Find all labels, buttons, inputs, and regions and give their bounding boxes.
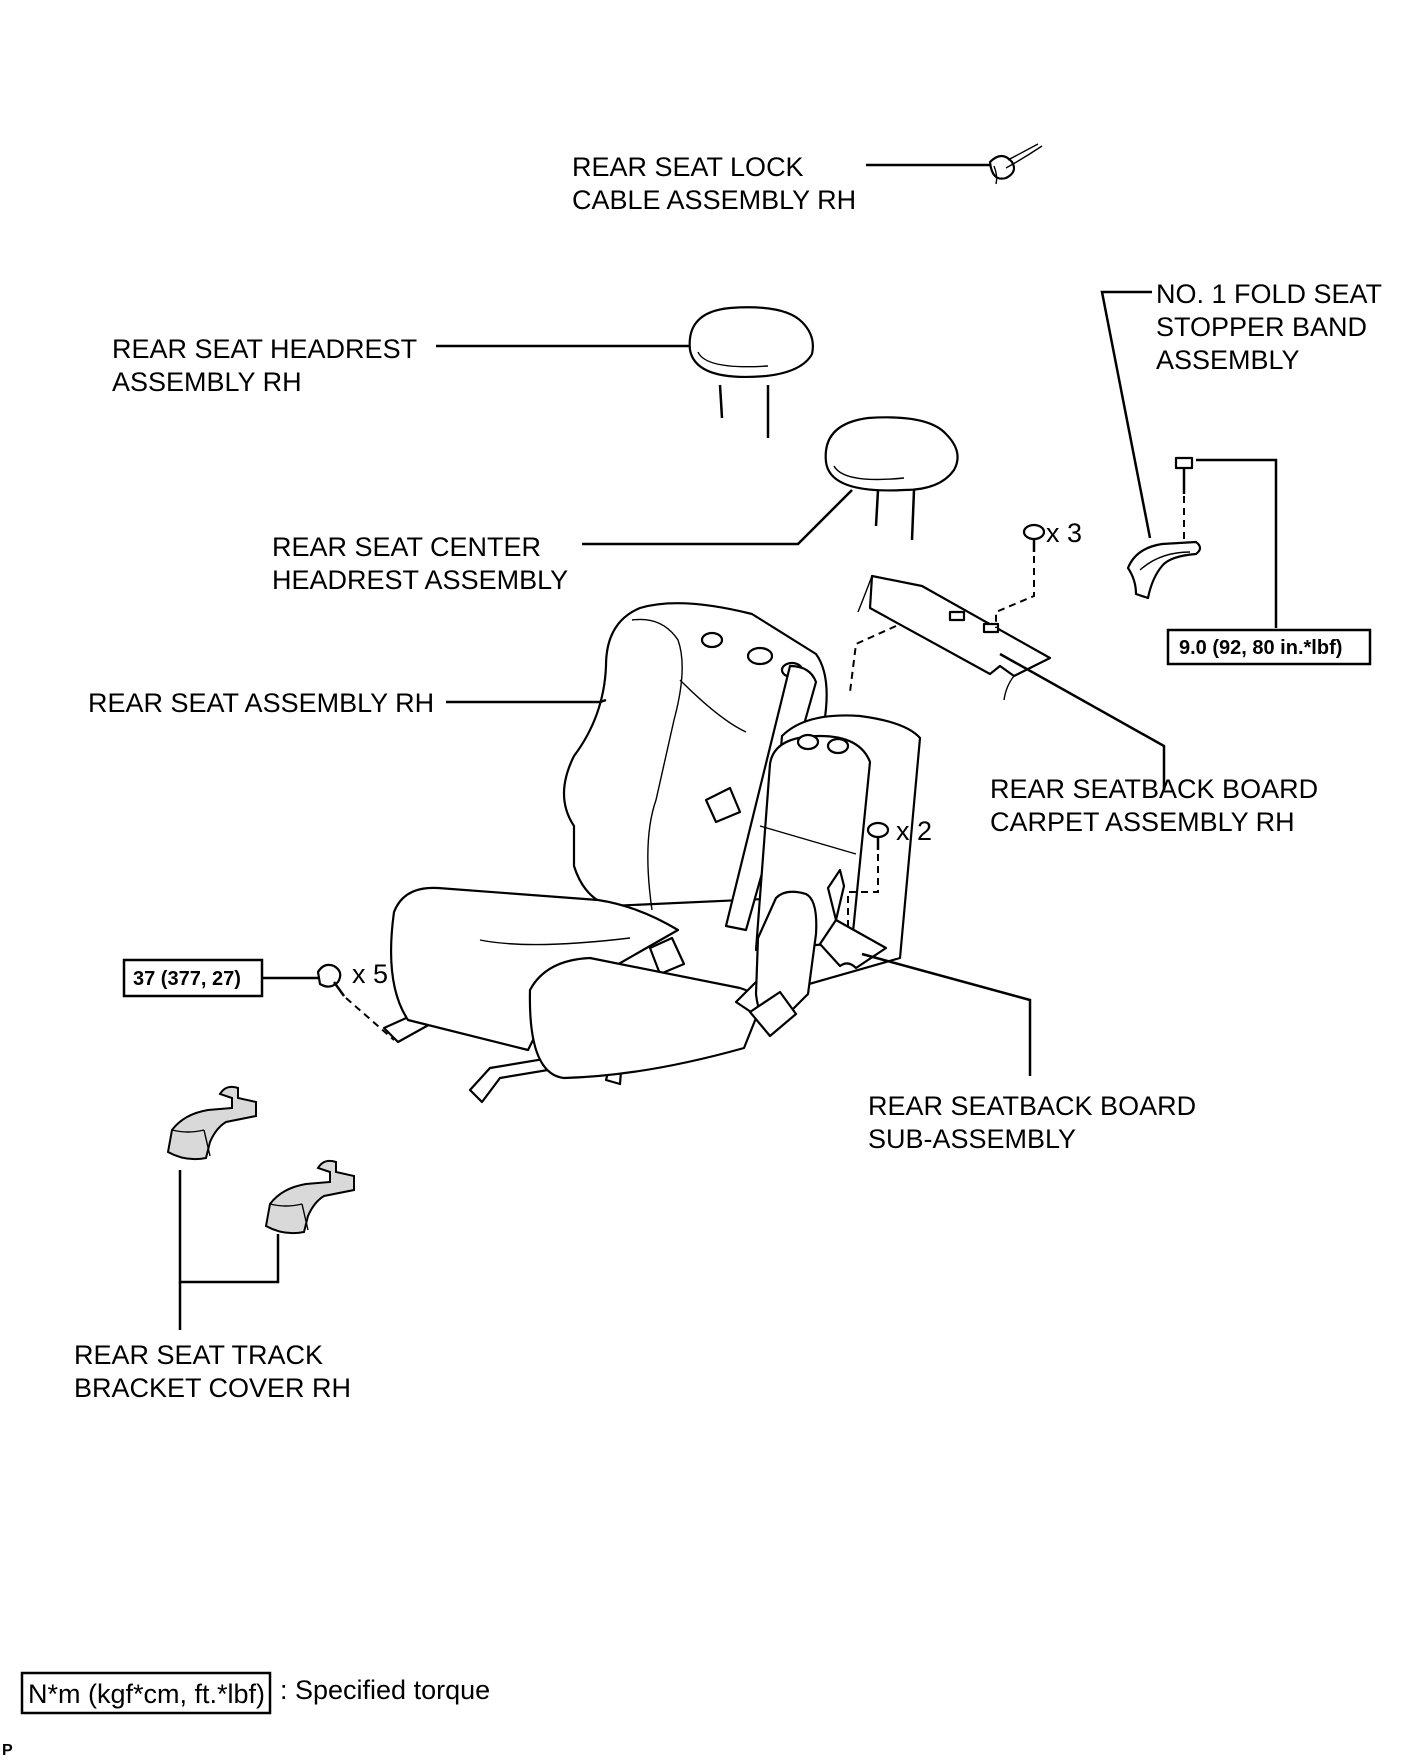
lock-cable-label: REAR SEAT LOCK CABLE ASSEMBLY RH: [572, 152, 856, 215]
board-carpet-label: REAR SEATBACK BOARD CARPET ASSEMBLY RH: [990, 774, 1326, 837]
corner-mark: P: [2, 1742, 13, 1759]
legend: N*m (kgf*cm, ft.*lbf) : Specified torque: [20, 1671, 490, 1715]
stopper-bolt: [1174, 456, 1194, 540]
center-headrest-leader: [582, 489, 853, 546]
carpet-clip-qty: x 3: [1046, 518, 1082, 548]
stopper-band-part: [1126, 540, 1202, 600]
track-cover-label: REAR SEAT TRACK BRACKET COVER RH: [74, 1340, 351, 1403]
board-carpet-part: [857, 574, 1052, 701]
track-cover-part-1: [166, 1085, 257, 1161]
center-headrest-label: REAR SEAT CENTER HEADREST ASSEMBLY: [272, 532, 568, 595]
legend-unit: N*m (kgf*cm, ft.*lbf): [28, 1679, 265, 1709]
stopper-torque-value: 9.0 (92, 80 in.*lbf): [1179, 637, 1342, 659]
stopper-torque-leader: [1196, 458, 1278, 628]
headrest-rh-part: [688, 306, 814, 438]
center-headrest-part: [824, 416, 959, 541]
track-cover-part-2: [264, 1159, 355, 1235]
seat-assembly-part: [382, 602, 922, 1104]
stopper-torque-box: 9.0 (92, 80 in.*lbf): [1166, 628, 1372, 666]
headrest-rh-label: REAR SEAT HEADREST ASSEMBLY RH: [112, 334, 424, 397]
stopper-band-label: NO. 1 FOLD SEAT STOPPER BAND ASSEMBLY: [1156, 279, 1389, 375]
stopper-band-leader: [1100, 290, 1152, 539]
board-sub-leader: [861, 952, 1032, 1076]
board-clip-qty: x 2: [896, 816, 932, 846]
seat-torque-box: 37 (377, 27): [122, 958, 264, 998]
seat-bolt-qty: x 5: [352, 959, 388, 989]
carpet-clip: [849, 523, 1046, 693]
board-clip: [847, 821, 890, 930]
board-carpet-leader: [999, 652, 1166, 790]
legend-description: : Specified torque: [280, 1675, 490, 1705]
legend-torque-box: [20, 1671, 272, 1715]
track-cover-leader: [178, 1170, 280, 1330]
seat-bolt: [316, 963, 395, 1041]
lock-cable-part: [988, 143, 1043, 185]
seat-assembly-label: REAR SEAT ASSEMBLY RH: [88, 688, 434, 718]
seat-assembly-leader: [446, 698, 607, 704]
seat-torque-value: 37 (377, 27): [133, 968, 241, 990]
board-sub-label: REAR SEATBACK BOARD SUB-ASSEMBLY: [868, 1091, 1204, 1154]
